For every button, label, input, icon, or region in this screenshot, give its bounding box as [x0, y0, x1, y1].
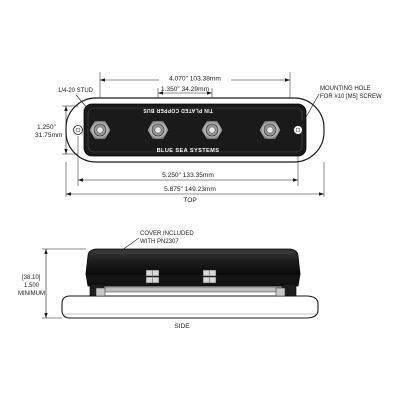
dimension-height: 1.250" 31.75mm: [35, 105, 78, 155]
side-screw-right: [275, 287, 286, 297]
side-view: COVER INCLUDED WITH PN2307: [18, 231, 319, 330]
stud-2: [146, 120, 170, 140]
dim-overall-label: 5.875" 149.23mm: [164, 186, 216, 193]
stud-1: [88, 120, 112, 140]
top-view-label: TOP: [183, 197, 197, 204]
mounting-hole-right: [293, 125, 303, 135]
side-view-label: SIDE: [174, 323, 190, 330]
dimension-mount-spacing: 5.250" 133.35mm: [77, 136, 299, 186]
bus-bar-top: TIN PLATED COPPER BUS BLUE SEA SYSTEMS: [65, 97, 325, 163]
dim-mount-spacing-label: 5.250" 133.35mm: [162, 172, 214, 179]
dimension-overall: 5.875" 149.23mm TOP: [65, 162, 325, 204]
top-view: 4.070" 103.38mm 1.350" 34.29mm TIN PLATE…: [35, 72, 382, 204]
stud-3: [200, 120, 224, 140]
dim-height-in: 1.250": [37, 124, 57, 131]
cover-side: [85, 248, 301, 297]
dim-inner-width-label: 4.070" 103.38mm: [169, 76, 221, 83]
base-plate: [61, 295, 319, 319]
side-nut-2: [202, 269, 217, 284]
callout-stud: 1/4-20 STUD: [58, 88, 96, 118]
part-text: TIN PLATED COPPER BUS: [143, 107, 213, 113]
side-dim-mm: [38.10]: [22, 275, 41, 281]
dimension-side-height: [38.10] 1.500 MINIMUM: [18, 248, 86, 319]
stud-4: [258, 120, 282, 140]
cover-label-2: WITH PN2307: [140, 239, 179, 245]
stud-label: 1/4-20 STUD: [58, 88, 94, 94]
brand-text: BLUE SEA SYSTEMS: [157, 148, 220, 154]
side-dim-min: MINIMUM: [18, 291, 45, 297]
callout-mounting-hole: MOUNTING HOLE FOR #10 [M5] SCREW: [300, 86, 382, 127]
dim-height-mm: 31.75mm: [35, 132, 63, 139]
dim-stud-spacing-label: 1.350" 34.29mm: [161, 86, 210, 93]
mount-label-2: FOR #10 [M5] SCREW: [320, 94, 382, 100]
side-dim-in: 1.500: [24, 283, 40, 289]
mounting-hole-left: [73, 125, 83, 135]
mount-label-1: MOUNTING HOLE: [320, 86, 371, 92]
side-nut-1: [145, 269, 160, 284]
cover-label-1: COVER INCLUDED: [140, 231, 194, 237]
side-screw-left: [95, 287, 106, 297]
